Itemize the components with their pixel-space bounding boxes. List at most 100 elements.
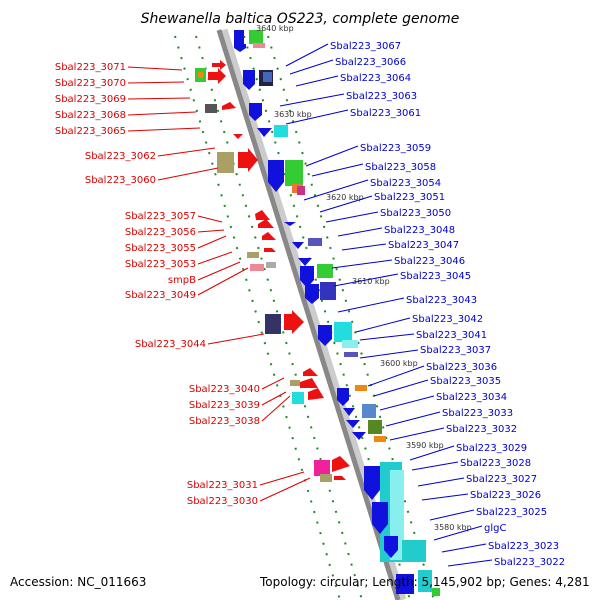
gene-block bbox=[297, 186, 305, 195]
label-leader-line bbox=[295, 75, 339, 87]
gene-block bbox=[402, 540, 426, 562]
label-leader-line bbox=[325, 211, 379, 223]
gene-block bbox=[198, 72, 203, 78]
label-leader-line bbox=[259, 477, 311, 502]
gene-block bbox=[334, 322, 352, 342]
gene-arrow bbox=[384, 550, 398, 558]
gene-arrow bbox=[308, 388, 324, 400]
gene-block bbox=[342, 340, 358, 348]
gene-label: Sbal223_3034 bbox=[436, 392, 507, 403]
gene-label: Sbal223_3057 bbox=[125, 211, 196, 222]
label-leader-line bbox=[389, 427, 445, 441]
gene-label: Sbal223_3069 bbox=[55, 94, 126, 105]
label-leader-line bbox=[441, 543, 487, 553]
gene-block bbox=[337, 388, 349, 400]
gene-arrow bbox=[284, 222, 296, 226]
gene-block bbox=[205, 104, 217, 113]
label-leader-line bbox=[197, 251, 233, 265]
gene-label: Sbal223_3032 bbox=[446, 424, 517, 435]
gene-arrow bbox=[258, 219, 274, 228]
label-leader-line bbox=[127, 111, 197, 116]
forward-strand-genes bbox=[195, 60, 350, 482]
gene-label: Sbal223_3045 bbox=[400, 271, 471, 282]
gene-block bbox=[249, 103, 262, 115]
gene-arrow bbox=[334, 476, 346, 480]
label-leader-line bbox=[197, 229, 225, 233]
label-leader-line bbox=[337, 297, 405, 313]
gene-block bbox=[249, 30, 263, 44]
label-leader-line bbox=[197, 235, 227, 249]
label-leader-line bbox=[409, 445, 455, 461]
scale-mark: 3600 kbp bbox=[380, 359, 418, 368]
label-leader-line bbox=[433, 525, 483, 541]
accession-text: Accession: NC_011663 bbox=[10, 575, 146, 589]
gene-label: Sbal223_3041 bbox=[416, 330, 487, 341]
gene-block bbox=[364, 466, 380, 490]
gene-block bbox=[384, 536, 398, 550]
gene-label: Sbal223_3038 bbox=[189, 416, 260, 427]
gene-label: Sbal223_3058 bbox=[365, 162, 436, 173]
gene-block bbox=[253, 43, 265, 48]
gene-block bbox=[274, 125, 288, 137]
gene-label: Sbal223_3030 bbox=[187, 496, 258, 507]
label-leader-line bbox=[207, 333, 265, 345]
gene-label: Sbal223_3046 bbox=[394, 256, 465, 267]
label-leader-line bbox=[447, 559, 493, 567]
gene-block bbox=[320, 282, 336, 300]
gene-arrow bbox=[222, 102, 236, 110]
label-leader-line bbox=[337, 227, 383, 237]
label-leader-line bbox=[127, 127, 201, 132]
gene-block bbox=[292, 392, 304, 404]
gene-label: Sbal223_3029 bbox=[456, 443, 527, 454]
gene-label: Sbal223_3027 bbox=[466, 474, 537, 485]
gene-label: Sbal223_3033 bbox=[442, 408, 513, 419]
gene-label: Sbal223_3039 bbox=[189, 400, 260, 411]
gene-block bbox=[317, 264, 333, 278]
gene-arrow bbox=[212, 60, 226, 70]
gene-arrow bbox=[292, 242, 304, 249]
gene-block bbox=[250, 264, 264, 271]
reverse-strand-labels: Sbal223_3067Sbal223_3066Sbal223_3064Sbal… bbox=[279, 41, 565, 568]
label-leader-line bbox=[355, 317, 411, 333]
scale-mark: 3610 kbp bbox=[352, 277, 390, 286]
gene-block bbox=[285, 160, 303, 186]
label-leader-line bbox=[261, 391, 287, 406]
label-leader-line bbox=[127, 66, 183, 71]
gene-label: Sbal223_3063 bbox=[346, 91, 417, 102]
gene-label: Sbal223_3049 bbox=[125, 290, 196, 301]
gene-block bbox=[234, 30, 244, 44]
gene-arrow bbox=[305, 298, 319, 304]
label-leader-line bbox=[367, 365, 425, 387]
label-leader-line bbox=[319, 195, 373, 213]
gene-block bbox=[266, 262, 276, 268]
gene-arrow bbox=[257, 128, 272, 137]
gene-label: Sbal223_3067 bbox=[330, 41, 401, 52]
label-leader-line bbox=[429, 509, 475, 521]
label-leader-line bbox=[285, 43, 329, 67]
gene-label: glgC bbox=[484, 523, 506, 534]
gene-label: Sbal223_3040 bbox=[189, 384, 260, 395]
gene-label: Sbal223_3061 bbox=[350, 108, 421, 119]
gene-label: Sbal223_3066 bbox=[335, 57, 406, 68]
gene-block bbox=[305, 284, 319, 298]
label-leader-line bbox=[157, 147, 216, 157]
gene-arrow bbox=[284, 310, 304, 334]
gene-arrow bbox=[255, 210, 270, 220]
gene-block bbox=[308, 238, 322, 246]
gene-block bbox=[355, 385, 367, 391]
scale-mark: 3590 kbp bbox=[406, 441, 444, 450]
gene-arrow bbox=[233, 134, 243, 139]
gene-arrow bbox=[268, 182, 284, 192]
label-leader-line bbox=[197, 215, 223, 223]
label-leader-line bbox=[417, 477, 465, 487]
gene-label: Sbal223_3048 bbox=[384, 225, 455, 236]
label-leader-line bbox=[127, 81, 185, 84]
gene-arrow bbox=[298, 258, 312, 266]
label-leader-line bbox=[341, 243, 387, 251]
label-leader-line bbox=[279, 93, 345, 107]
gene-block bbox=[268, 160, 284, 182]
gene-block bbox=[318, 325, 332, 339]
gene-label: Sbal223_3055 bbox=[125, 243, 196, 254]
gene-label: Sbal223_3042 bbox=[412, 314, 483, 325]
